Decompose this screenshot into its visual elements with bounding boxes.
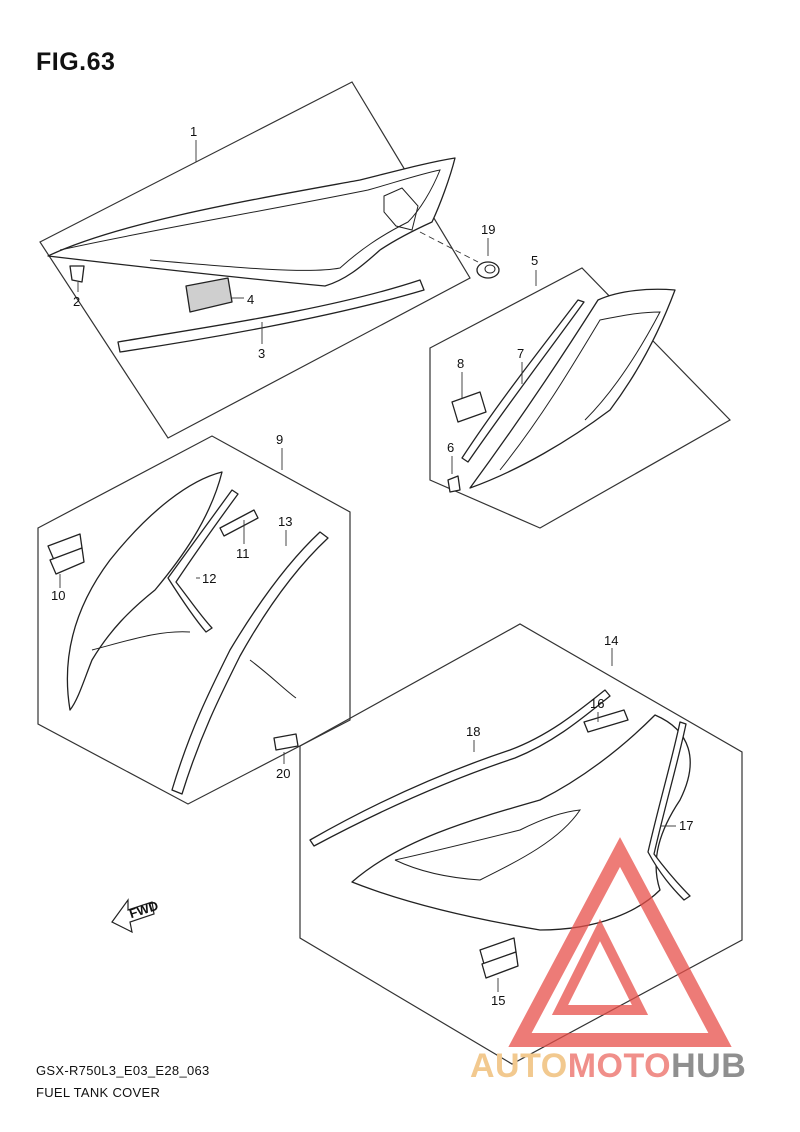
watermark-part-auto: AUTO (470, 1047, 568, 1085)
watermark-text: AUTOMOTOHUB (470, 1047, 746, 1086)
part-8-pad (451, 391, 487, 423)
callout-16: 16 (590, 696, 604, 711)
part-10-emblem (47, 533, 85, 575)
part-16-pad (583, 709, 629, 733)
callout-2: 2 (73, 294, 80, 309)
watermark-part-moto: MOTO (567, 1047, 672, 1085)
panel-5-outline (429, 267, 731, 529)
part-5-side-cover (469, 288, 676, 489)
part-3-strip (117, 279, 425, 353)
part-9-cover (66, 471, 223, 711)
callout-13: 13 (278, 514, 292, 529)
part-18-strip (309, 689, 611, 847)
figure-title: FIG.63 (36, 48, 116, 76)
callout-8: 8 (457, 356, 464, 371)
part-4-pad (185, 277, 233, 313)
callout-4: 4 (247, 292, 254, 307)
callout-7: 7 (517, 346, 524, 361)
callout-3: 3 (258, 346, 265, 361)
part-11-pad (219, 509, 259, 537)
callout-9: 9 (276, 432, 283, 447)
figure-name: FUEL TANK COVER (36, 1085, 161, 1100)
callout-6: 6 (447, 440, 454, 455)
callout-18: 18 (466, 724, 480, 739)
callout-1: 1 (190, 124, 197, 139)
callout-12: 12 (202, 571, 216, 586)
part-6-clip (447, 475, 461, 493)
part-15-emblem (479, 937, 519, 979)
watermark-logo-icon (508, 837, 732, 1047)
watermark-part-hub: HUB (671, 1047, 747, 1085)
panel-14-outline (299, 623, 743, 1065)
fwd-arrow-icon: FWD (111, 898, 160, 934)
part-1-cover (47, 157, 456, 287)
panel-9-outline (37, 435, 351, 805)
part-17-strip (647, 721, 691, 901)
callout-17: 17 (679, 818, 693, 833)
callout-15: 15 (491, 993, 505, 1008)
part-12-strip (167, 489, 239, 633)
callout-20: 20 (276, 766, 290, 781)
part-2-clip (69, 265, 85, 283)
part-7-strip (461, 299, 585, 463)
callout-11: 11 (236, 546, 250, 561)
callout-5: 5 (531, 253, 538, 268)
panel-1-outline (39, 81, 471, 439)
callout-14: 14 (604, 633, 618, 648)
part-13-strip (171, 531, 329, 795)
model-code: GSX-R750L3_E03_E28_063 (36, 1063, 210, 1078)
callout-10: 10 (51, 588, 65, 603)
callout-19: 19 (481, 222, 495, 237)
part-20-clip (273, 733, 299, 751)
part-19-grommet (476, 261, 500, 279)
